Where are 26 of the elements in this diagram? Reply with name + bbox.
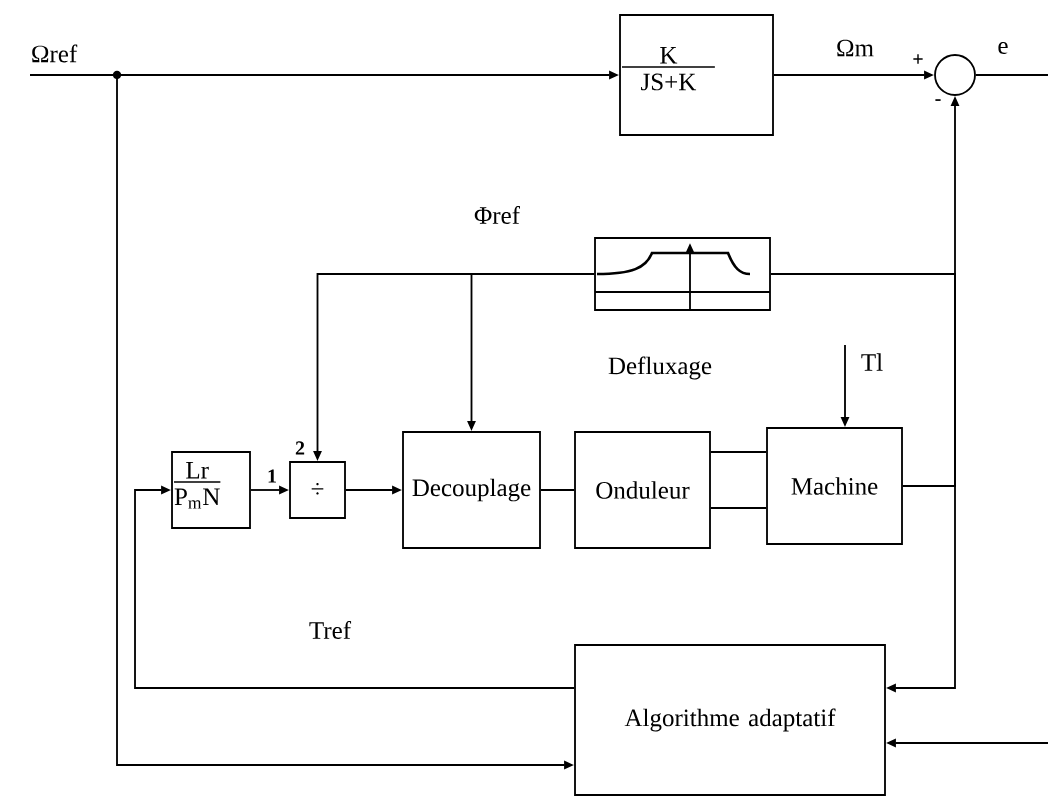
flux-weakening-block [594, 237, 771, 311]
edge-label: Tl [859, 351, 885, 373]
connector-line [975, 74, 1048, 76]
port-number: 2 [295, 441, 305, 455]
connector-line [540, 489, 575, 491]
edge-label: Tref [307, 619, 353, 641]
arrow [134, 485, 575, 689]
process-box: Decouplage [402, 431, 541, 549]
process-box: Onduleur [574, 431, 711, 549]
block-label: Defluxage [608, 356, 712, 380]
process-box: Algorithme adaptatif [574, 644, 886, 796]
input-label: Ωref [32, 44, 78, 63]
transfer-function-block: K JS+K [619, 14, 774, 136]
process-box: Machine [766, 427, 903, 545]
edge-label: e [995, 40, 1011, 56]
connector-line [710, 507, 767, 509]
sign-label: - [935, 99, 941, 101]
connector-line [770, 273, 956, 487]
edge-label: Ωm [834, 38, 876, 58]
connector-line [710, 451, 767, 453]
port-number: 1 [268, 469, 276, 483]
divider-block: ÷ [289, 461, 346, 519]
summing-junction [934, 54, 976, 96]
signal-label: Φref [474, 206, 520, 224]
sign-label: + [913, 54, 923, 64]
gain-block: Lr P$_{m}$N [171, 451, 251, 529]
